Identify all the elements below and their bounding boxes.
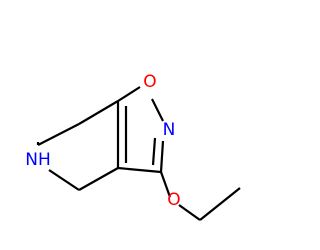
bond-c6-c7 (37, 123, 80, 146)
atom-label-layer: O N NH O (25, 72, 180, 210)
bond-ring-nitrogen-c3-double-outer (159, 140, 165, 173)
bond-c7-c7a (78, 100, 119, 125)
bond-c4-amine (48, 169, 80, 191)
bond-layer (36, 86, 241, 221)
bond-c3a-c4 (78, 167, 119, 191)
ether-oxygen-label: O (167, 190, 180, 210)
ring-oxygen-label: O (143, 72, 156, 92)
bond-ring-oxygen-ring-nitrogen (151, 98, 164, 122)
ring-nitrogen-label: N (163, 120, 176, 140)
amine-label: NH (25, 150, 51, 170)
bond-ring-nitrogen-c3-double-inner (151, 137, 157, 166)
chemical-structure: O N NH O (25, 72, 241, 221)
bond-c3-c3a (117, 166, 162, 174)
bond-ch2-ch3 (199, 187, 241, 221)
bond-c7a-ring-oxygen (117, 86, 141, 102)
bond-c3-ether-oxygen (159, 171, 172, 198)
bond-ether-oxygen-ch2 (178, 204, 201, 221)
